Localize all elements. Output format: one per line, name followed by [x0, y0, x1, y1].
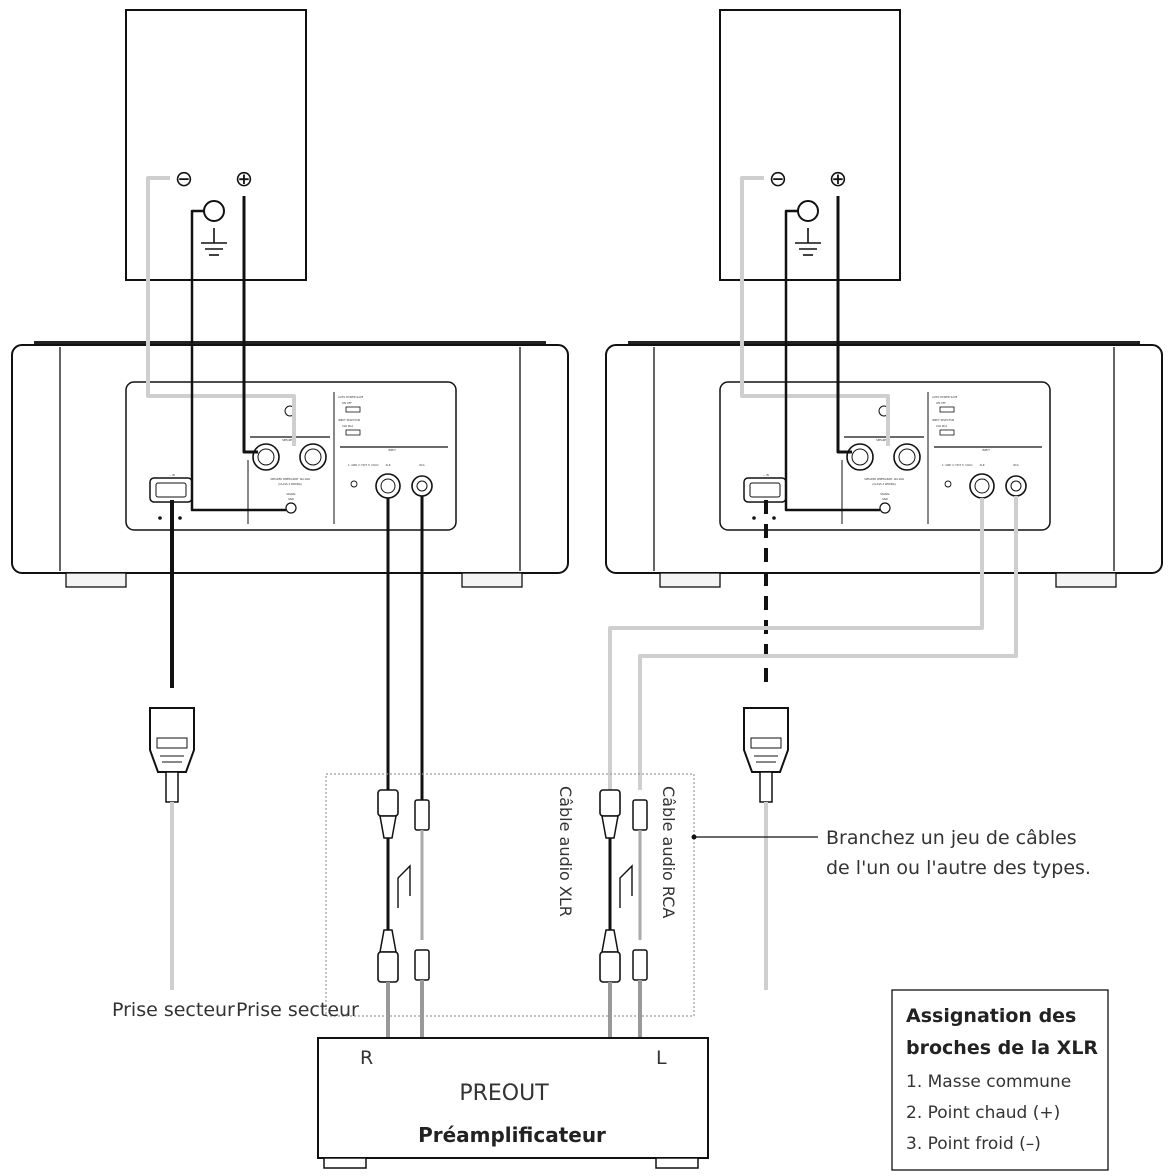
speaker-wire-plus [242, 196, 258, 454]
ground-wire [784, 209, 880, 512]
pin-item: 3. Point froid (–) [906, 1134, 1041, 1154]
speaker-wires-left [146, 176, 296, 512]
amp-switch [345, 429, 361, 436]
preamp-body [317, 1037, 709, 1159]
amp-signal-gnd-terminal [879, 502, 891, 514]
amp-foot [1055, 572, 1117, 588]
speaker-right: ⊖ ⊕ [719, 9, 901, 281]
amp-label-rca-jack: RCA [419, 463, 424, 467]
speaker-wire-minus [146, 176, 296, 446]
amp-label-xlr-jack: XLR [979, 463, 984, 467]
speaker-wires-right [740, 176, 890, 512]
amp-switch [939, 406, 955, 413]
amp-label-rca-jack: RCA [1013, 463, 1018, 467]
xlr-pin-assignment-box: Assignation des broches de la XLR 1. Mas… [891, 989, 1109, 1171]
amp-label-xlr-rca-switch: XLR RCA [342, 424, 353, 428]
cable-options-box [325, 773, 695, 1017]
amp-label-xlr-jack: XLR [385, 463, 390, 467]
amp-rear-panel [719, 381, 1051, 531]
amp-label-auto-power-save: AUTO POWER SAVE [338, 395, 364, 399]
amp-label-pin-assign: 1: GND 2: HOT 3: COLD [348, 463, 379, 467]
pin-box-title-line2: broches de la XLR [906, 1037, 1098, 1059]
amp-signal-gnd-terminal [285, 502, 297, 514]
pin-item: 1. Masse commune [906, 1072, 1071, 1092]
speaker-left: ⊖ ⊕ [125, 9, 307, 281]
amp-label-input-selector: INPUT SELECTOR [932, 418, 954, 422]
xlr-direction-arrow-icon [397, 864, 411, 908]
amp-label-ac-in: ~ IN [763, 473, 769, 477]
speaker-minus-terminal: ⊖ [769, 167, 787, 192]
callout-text-line2: de l'un ou l'autre des types. [826, 857, 1091, 879]
ground-wire [190, 209, 286, 512]
audio-cables-r-channel [386, 496, 424, 790]
xlr-cable-label: Câble audio XLR [556, 786, 575, 917]
pin-box-title-line1: Assignation des [906, 1005, 1076, 1027]
callout-text-line1: Branchez un jeu de câbles [826, 827, 1077, 849]
power-cord-left [149, 500, 195, 990]
xlr-cable-l [599, 789, 633, 1052]
amp-label-speaker: SPEAKER [876, 438, 888, 442]
amp-label-signal: SIGNAL [880, 492, 890, 496]
preamp-foot [323, 1157, 367, 1169]
preamp-channel-r: R [360, 1047, 373, 1069]
mains-outlet-label-left: Prise secteur [112, 999, 235, 1021]
audio-cables-l-channel [608, 496, 1018, 790]
rca-cable-label: Câble audio RCA [659, 786, 678, 918]
amp-label-on-off: ON OFF [936, 401, 946, 405]
amp-label-class2: (CLASS 2 WIRING) [278, 482, 302, 486]
rca-cable-r [414, 790, 430, 1052]
xlr-direction-arrow-icon [619, 864, 633, 908]
amp-rear-panel [125, 381, 457, 531]
speaker-cabinet [125, 9, 307, 281]
amp-label-auto-power-save: AUTO POWER SAVE [932, 395, 958, 399]
amp-foot [65, 572, 127, 588]
preamp-foot [655, 1157, 699, 1169]
amplifier-right: SPEAKER INPUT AUTO POWER SAVE ON OFF INP… [605, 341, 1163, 588]
ground-symbol-icon [795, 228, 821, 256]
speaker-minus-terminal: ⊖ [175, 167, 193, 192]
amp-switch [939, 429, 955, 436]
ground-symbol-icon [201, 228, 227, 256]
amp-label-class2: (CLASS 2 WIRING) [872, 482, 896, 486]
amp-label-xlr-rca-switch: XLR RCA [936, 424, 947, 428]
amp-foot [659, 572, 721, 588]
amp-label-input-selector: INPUT SELECTOR [338, 418, 360, 422]
speaker-wire-plus [836, 196, 852, 454]
speaker-plus-terminal: ⊕ [235, 167, 253, 192]
speaker-ground-terminal [797, 200, 819, 222]
speaker-ground-terminal [203, 200, 225, 222]
amp-label-impedance: SPEAKER IMPEDANCE: 4Ω-16Ω [270, 477, 309, 481]
amp-label-pin-assign: 1: GND 2: HOT 3: COLD [942, 463, 973, 467]
amp-label-ac-in: ~ IN [169, 473, 175, 477]
speaker-plus-terminal: ⊕ [829, 167, 847, 192]
amp-label-on-off: ON OFF [342, 401, 352, 405]
amp-label-gnd: GND [882, 497, 888, 501]
preamp-output-label: PREOUT [459, 1081, 549, 1106]
amp-switch [345, 406, 361, 413]
amplifier-left: SPEAKER INPUT AUTO POWER SAVE ON OFF INP… [11, 341, 569, 588]
preamplifier: R L PREOUT Préamplificateur [317, 1037, 709, 1169]
amp-label-input: INPUT [982, 448, 990, 452]
amp-label-gnd: GND [288, 497, 294, 501]
amp-label-input: INPUT [388, 448, 396, 452]
speaker-cabinet [719, 9, 901, 281]
xlr-cable-r [377, 789, 411, 1052]
amp-label-signal: SIGNAL [286, 492, 296, 496]
pin-item: 2. Point chaud (+) [906, 1103, 1060, 1123]
mains-outlet-label-right: Prise secteur [236, 999, 359, 1021]
preamp-channel-l: L [656, 1047, 667, 1069]
rca-cable-l [632, 799, 648, 1052]
preamp-name: Préamplificateur [418, 1123, 606, 1147]
amp-label-impedance: SPEAKER IMPEDANCE: 4Ω-16Ω [864, 477, 903, 481]
amp-foot [461, 572, 523, 588]
speaker-wire-minus [740, 176, 890, 446]
amp-label-speaker: SPEAKER [282, 438, 294, 442]
